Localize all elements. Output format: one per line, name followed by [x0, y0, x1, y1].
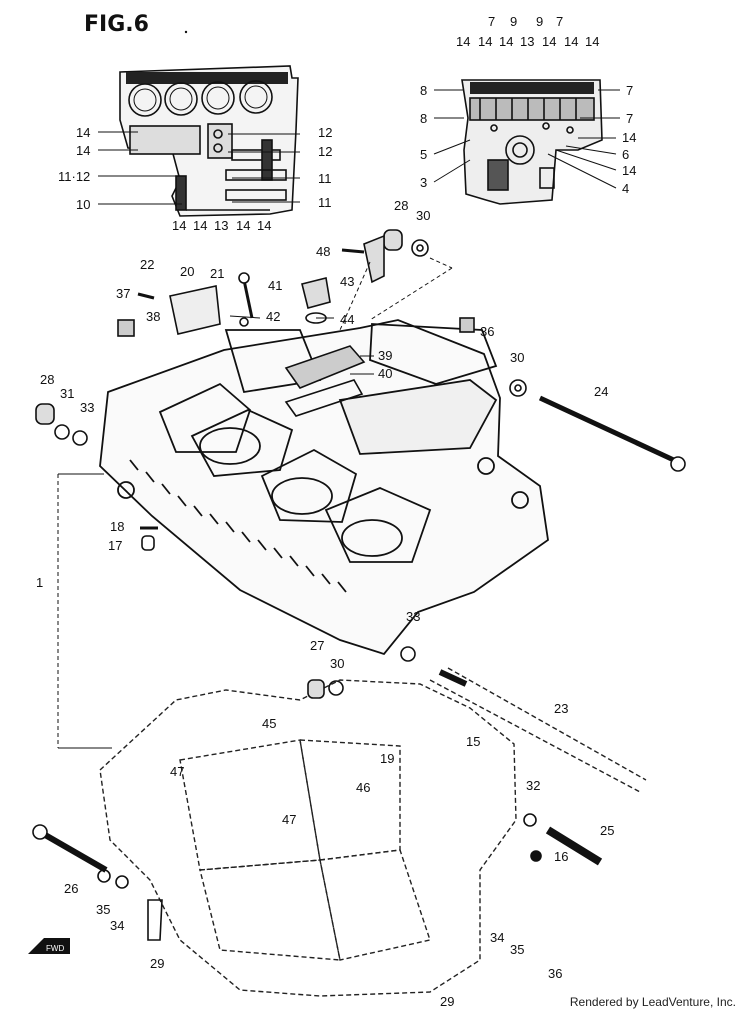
callout-14: 14: [76, 143, 90, 158]
callout-34: 34: [490, 930, 504, 945]
callout-33: 33: [80, 400, 94, 415]
callout-29: 29: [150, 956, 164, 971]
callout-23: 23: [554, 701, 568, 716]
callout-38: 38: [146, 309, 160, 324]
callout-10: 10: [76, 197, 90, 212]
callout-32: 32: [526, 778, 540, 793]
loose-parts: [32, 229, 686, 941]
callout-28: 28: [40, 372, 54, 387]
callout-15: 15: [466, 734, 480, 749]
callout-43: 43: [340, 274, 354, 289]
figure-title: FIG.6: [84, 12, 149, 37]
callout-25: 25: [600, 823, 614, 838]
forward-arrow-icon: FWD: [28, 938, 70, 954]
callout-4: 4: [622, 181, 629, 196]
callout-26: 26: [64, 881, 78, 896]
callout-40: 40: [378, 366, 392, 381]
callout-7: 7: [556, 14, 563, 29]
callout-9: 9: [536, 14, 543, 29]
callout-46: 46: [356, 780, 370, 795]
callout-18: 18: [110, 519, 124, 534]
callout-11: 11: [318, 195, 332, 210]
callout-36: 36: [548, 966, 562, 981]
fwd-label: FWD: [46, 944, 64, 953]
callout-14: 14: [478, 34, 492, 49]
callout-12: 12: [318, 125, 332, 140]
callout-42: 42: [266, 309, 280, 324]
callout-35: 35: [96, 902, 110, 917]
callout-14: 14: [236, 218, 250, 233]
callout-13: 13: [214, 218, 228, 233]
callout-14: 14: [564, 34, 578, 49]
lower-crankcase: [99, 667, 647, 997]
callout-31: 31: [60, 386, 74, 401]
callout-labels: 14 14 11·12 10 12 12 11 11 14 14 13 14 1…: [36, 14, 636, 1009]
callout-7: 7: [626, 111, 633, 126]
callout-44: 44: [340, 312, 354, 327]
callout-48: 48: [316, 244, 330, 259]
callout-20: 20: [180, 264, 194, 279]
callout-14: 14: [193, 218, 207, 233]
callout-14: 14: [76, 125, 90, 140]
callout-29: 29: [440, 994, 454, 1009]
callout-41: 41: [268, 278, 282, 293]
callout-1: 1: [36, 575, 43, 590]
callout-36: 36: [480, 324, 494, 339]
callout-14: 14: [622, 130, 636, 145]
callout-14: 14: [257, 218, 271, 233]
callout-14: 14: [585, 34, 599, 49]
callout-11-12: 11·12: [58, 169, 90, 184]
callout-21: 21: [210, 266, 224, 281]
callout-30: 30: [510, 350, 524, 365]
callout-9: 9: [510, 14, 517, 29]
callout-37: 37: [116, 286, 130, 301]
callout-28: 28: [394, 198, 408, 213]
callout-3: 3: [420, 175, 427, 190]
callout-34: 34: [110, 918, 124, 933]
callout-12: 12: [318, 144, 332, 159]
callout-19: 19: [380, 751, 394, 766]
callout-30: 30: [330, 656, 344, 671]
callout-16: 16: [554, 849, 568, 864]
callout-14: 14: [499, 34, 513, 49]
callout-7: 7: [626, 83, 633, 98]
callout-14: 14: [456, 34, 470, 49]
callout-11: 11: [318, 171, 332, 186]
callout-47: 47: [170, 764, 184, 779]
crankcase-top-view: [119, 65, 299, 217]
callout-14: 14: [172, 218, 186, 233]
callout-14: 14: [542, 34, 556, 49]
callout-7: 7: [488, 14, 495, 29]
callout-30: 30: [416, 208, 430, 223]
callout-14: 14: [622, 163, 636, 178]
callout-45: 45: [262, 716, 276, 731]
callout-27: 27: [310, 638, 324, 653]
callout-47: 47: [282, 812, 296, 827]
callout-13: 13: [520, 34, 534, 49]
callout-5: 5: [420, 147, 427, 162]
callout-24: 24: [594, 384, 608, 399]
callout-33: 33: [406, 609, 420, 624]
upper-crankcase: [99, 319, 549, 656]
callout-35: 35: [510, 942, 524, 957]
leader-lines: [57, 89, 620, 749]
callout-17: 17: [108, 538, 122, 553]
callout-39: 39: [378, 348, 392, 363]
crankcase-bottom-view: [461, 79, 603, 205]
footer-credit: Rendered by LeadVenture, Inc.: [569, 995, 736, 1009]
callout-6: 6: [622, 147, 629, 162]
callout-8: 8: [420, 83, 427, 98]
callout-8: 8: [420, 111, 427, 126]
callout-22: 22: [140, 257, 154, 272]
